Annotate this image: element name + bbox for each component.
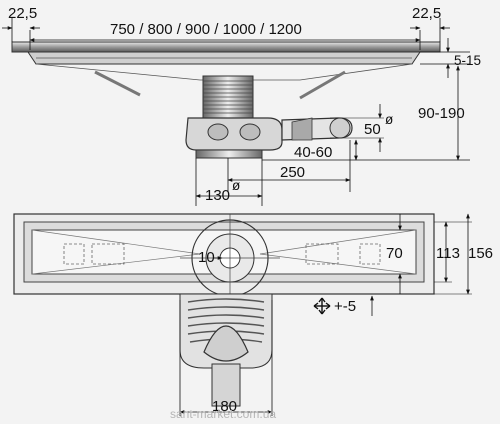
top-view: 113 156 10 70 +-5 180	[13, 213, 493, 416]
dim-total-height: 90-190	[418, 105, 465, 122]
move-arrows-icon	[313, 297, 331, 315]
dim-outlet-diameter: 50	[364, 121, 381, 138]
trap-outlet	[179, 293, 273, 407]
side-view: 22,5 22,5 750 / 800 / 900 / 1000 / 1200 …	[2, 5, 481, 206]
dim-adjust: +-5	[334, 298, 356, 315]
dim-body-diameter: 130	[205, 187, 230, 204]
diameter-symbol-body: ø	[232, 178, 240, 193]
dim-overhang-left: 22,5	[8, 5, 37, 22]
dim-frame-height: 5-15	[454, 53, 481, 68]
dim-outlet-height: 40-60	[294, 144, 332, 161]
dim-trap-width: 180	[212, 398, 237, 415]
dim-inner-width: 113	[436, 245, 460, 262]
dim-lengths: 750 / 800 / 900 / 1000 / 1200	[110, 21, 302, 38]
watermark: sant-market.com.ua	[170, 407, 276, 421]
drain-body	[185, 75, 353, 159]
dim-edge: 70	[386, 245, 403, 262]
diameter-symbol-outlet: ø	[385, 112, 393, 127]
dim-outer-width: 156	[468, 245, 493, 262]
dim-center: 10	[198, 249, 215, 266]
dim-outlet-offset: 250	[280, 164, 305, 181]
channel-profile	[11, 41, 441, 100]
dim-overhang-right: 22,5	[412, 5, 441, 22]
